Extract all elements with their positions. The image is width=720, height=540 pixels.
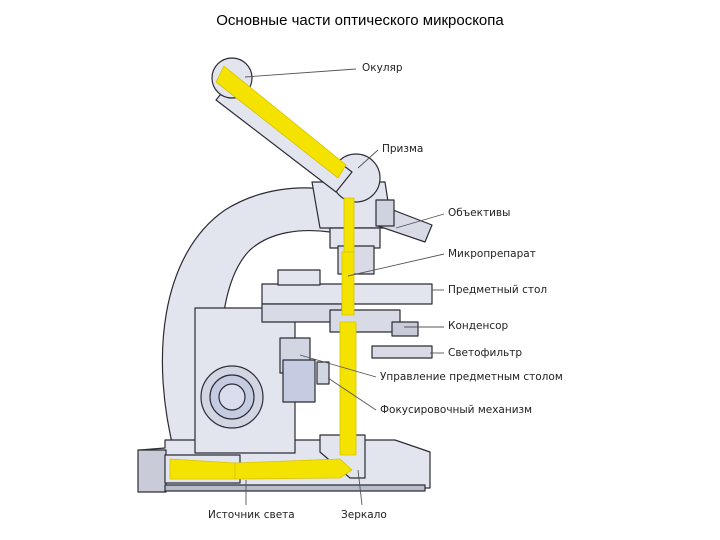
base-foot [137,449,167,493]
label-focus-mechanism: Фокусировочный механизм [380,404,533,416]
label-condenser: Конденсор [448,320,509,332]
label-filter: Светофильтр [448,347,523,359]
leader-lines [244,68,445,506]
condenser-holder [391,321,419,337]
stage-clip [277,269,321,286]
label-stage: Предметный стол [448,284,548,296]
objective-turret [329,227,381,249]
label-prism: Призма [382,143,424,155]
filter-holder [371,345,433,359]
label-mirror: Зеркало [341,509,387,521]
light-beam [169,65,357,480]
page-title: Основные части оптического микроскопа [216,12,504,29]
label-stage-control: Управление предметным столом [380,371,563,383]
fine-focus-knob [282,359,316,403]
label-objectives: Объективы [448,207,511,219]
label-specimen: Микропрепарат [448,248,536,260]
label-light-source: Источник света [208,509,295,521]
label-eyepiece: Окуляр [362,62,403,74]
